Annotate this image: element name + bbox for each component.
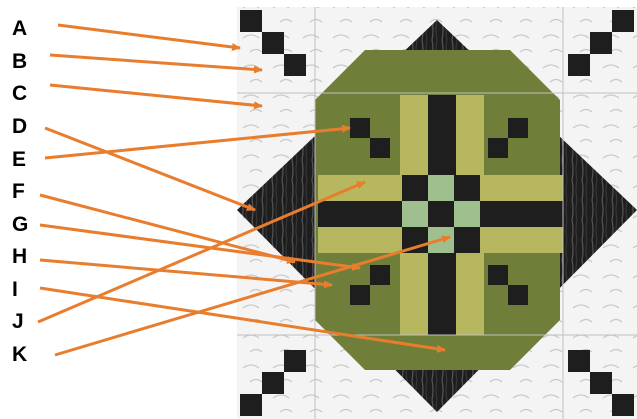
label-e: E	[12, 148, 26, 171]
label-j: J	[12, 310, 24, 333]
center-nine-patch	[402, 175, 480, 253]
quilt-block	[237, 7, 637, 419]
label-i: I	[12, 278, 18, 301]
label-a: A	[12, 17, 27, 40]
label-letters: A B C D E F G H I J K	[12, 17, 28, 366]
label-g: G	[12, 213, 28, 236]
arrow-b	[50, 55, 262, 70]
label-d: D	[12, 115, 27, 138]
label-f: F	[12, 180, 25, 203]
label-h: H	[12, 245, 27, 268]
arrow-c	[50, 85, 262, 106]
arrow-a	[58, 25, 240, 48]
label-b: B	[12, 50, 27, 73]
label-c: C	[12, 82, 27, 105]
label-k: K	[12, 343, 27, 366]
